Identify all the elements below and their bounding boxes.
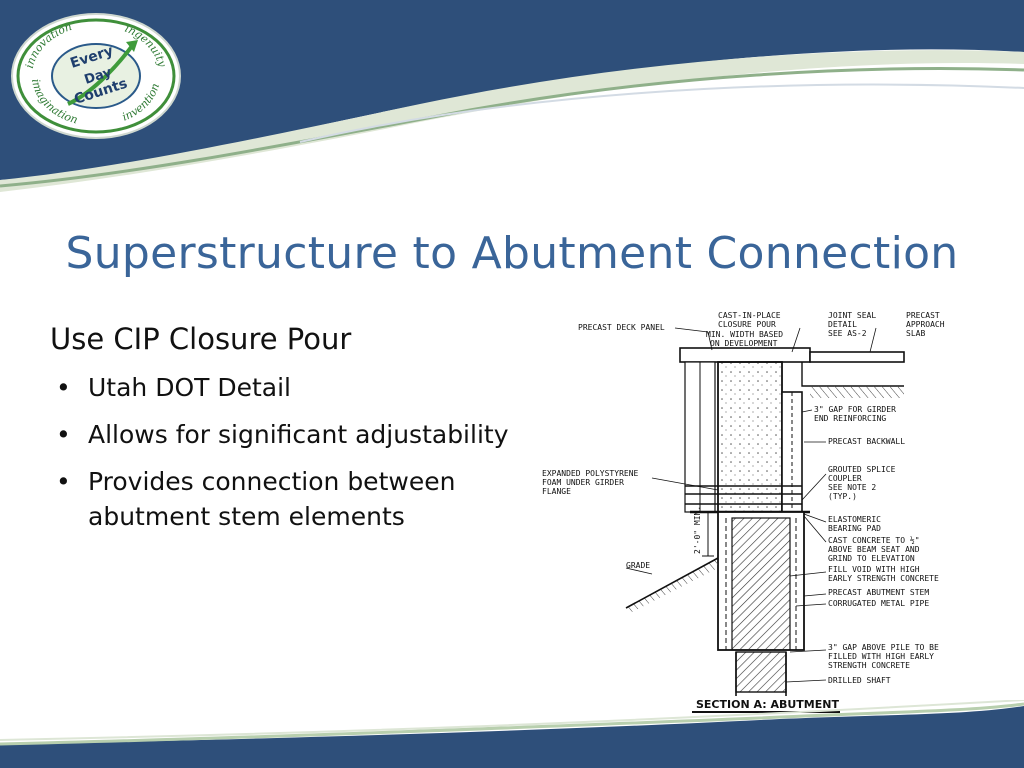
label-cip-1: CAST-IN-PLACE (718, 311, 781, 320)
label-cast-2: ABOVE BEAM SEAT AND (828, 545, 920, 554)
label-joint-2: DETAIL (828, 320, 857, 329)
label-joint-3: SEE AS-2 (828, 329, 867, 338)
footer-band (0, 700, 1024, 768)
bullet-glyph: • (56, 373, 71, 402)
label-stem: PRECAST ABUTMENT STEM (828, 588, 929, 597)
label-fill-1: FILL VOID WITH HIGH (828, 565, 920, 574)
header-band (0, 0, 1024, 192)
label-deck: PRECAST DECK PANEL (578, 323, 665, 332)
label-pile-3: STRENGTH CONCRETE (828, 661, 910, 670)
bullet-text: Utah DOT Detail (88, 373, 292, 402)
label-pad-1: ELASTOMERIC (828, 515, 881, 524)
label-pile-2: FILLED WITH HIGH EARLY (828, 652, 934, 661)
label-splice-4: (TYP.) (828, 492, 857, 501)
label-splice-3: SEE NOTE 2 (828, 483, 876, 492)
every-day-counts-logo: innovation ingenuity imagination inventi… (11, 13, 181, 139)
abutment-section-drawing: CAST-IN-PLACE CLOSURE POUR MIN. WIDTH BA… (542, 311, 945, 713)
label-minw-2: ON DEVELOPMENT (710, 339, 778, 348)
label-shaft: DRILLED SHAFT (828, 676, 891, 685)
bullet-item: • Provides connection between abutment s… (50, 464, 520, 534)
label-eps-1: EXPANDED POLYSTYRENE (542, 469, 639, 478)
label-cast-3: GRIND TO ELEVATION (828, 554, 915, 563)
label-splice-1: GROUTED SPLICE (828, 465, 896, 474)
content-heading: Use CIP Closure Pour (50, 322, 352, 356)
bullet-glyph: • (56, 420, 71, 449)
bullet-item: • Utah DOT Detail (50, 370, 520, 405)
label-eps-2: FOAM UNDER GIRDER (542, 478, 624, 487)
bullet-list: • Utah DOT Detail • Allows for significa… (50, 370, 520, 534)
label-splice-2: COUPLER (828, 474, 862, 483)
bullet-item: • Allows for significant adjustability (50, 417, 520, 452)
label-cmp: CORRUGATED METAL PIPE (828, 599, 929, 608)
label-slab-2: APPROACH (906, 320, 945, 329)
label-gap3-1: 3" GAP FOR GIRDER (814, 405, 896, 414)
label-backwall: PRECAST BACKWALL (828, 437, 905, 446)
label-joint-1: JOINT SEAL (828, 311, 876, 320)
label-dimension: 2'-0" MIN. (693, 506, 702, 554)
bullet-text: Provides connection between abutment ste… (88, 467, 456, 531)
label-pile-1: 3" GAP ABOVE PILE TO BE (828, 643, 939, 652)
slide-content: Use CIP Closure Pour • Utah DOT Detail •… (50, 322, 520, 546)
label-fill-2: EARLY STRENGTH CONCRETE (828, 574, 939, 583)
section-caption: SECTION A: ABUTMENT (696, 698, 839, 711)
label-pad-2: BEARING PAD (828, 524, 881, 533)
label-slab-1: PRECAST (906, 311, 940, 320)
bullet-text: Allows for significant adjustability (88, 420, 509, 449)
label-minw-1: MIN. WIDTH BASED (706, 330, 783, 339)
label-slab-3: SLAB (906, 329, 925, 338)
label-gap3-2: END REINFORCING (814, 414, 886, 423)
label-eps-3: FLANGE (542, 487, 571, 496)
slide-title: Superstructure to Abutment Connection (65, 228, 959, 279)
label-cast-1: CAST CONCRETE TO ½" (828, 535, 920, 545)
bullet-glyph: • (56, 467, 71, 496)
label-grade: GRADE (626, 561, 650, 570)
label-cip-2: CLOSURE POUR (718, 320, 776, 329)
